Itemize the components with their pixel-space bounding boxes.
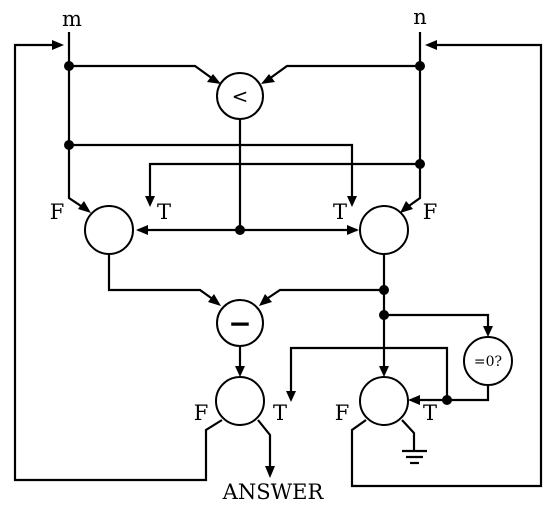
arrow-into-right-merge-true xyxy=(347,196,357,207)
input-label-n: n xyxy=(413,5,427,29)
input-label-m: m xyxy=(62,7,82,31)
left-merge-node xyxy=(84,205,134,255)
answer-label: ANSWER xyxy=(222,480,325,504)
junction-n-split xyxy=(415,61,425,71)
arrow-into-subtract-left xyxy=(208,294,221,306)
wire-left-merge-to-subtract xyxy=(107,254,215,301)
bottom-left-gate-node xyxy=(215,376,265,426)
zero-test-node xyxy=(463,336,513,386)
junction-zero-test-output xyxy=(442,395,452,405)
junction-m-split xyxy=(64,61,74,71)
junction-zero-test-split xyxy=(379,310,389,320)
arrow-m-loop-in xyxy=(52,40,64,50)
arrow-n-loop-in xyxy=(425,40,437,50)
wire-loop-to-n xyxy=(350,43,543,488)
wire-m-trunk xyxy=(67,66,85,209)
labels: m n < − =0? F T T F F T F T ANSWER xyxy=(50,5,502,504)
arrow-into-bottom-right-gate xyxy=(379,366,389,377)
bottom-right-gate-node xyxy=(359,376,409,426)
arrow-into-left-merge-true xyxy=(145,196,155,207)
wire-to-ground xyxy=(401,419,416,451)
nodes xyxy=(84,72,513,426)
arrow-into-left-merge-false xyxy=(78,201,91,213)
arrow-into-right-merge-false xyxy=(400,201,413,213)
junction-n-cross xyxy=(415,159,425,169)
right-merge-true-label: T xyxy=(333,200,347,224)
less-than-symbol: < xyxy=(232,84,249,108)
wire-n-trunk xyxy=(405,66,422,209)
junction-right-merge-split xyxy=(379,285,389,295)
wire-zero-test-output xyxy=(289,346,490,402)
arrow-to-answer xyxy=(265,466,275,478)
arrow-into-subtract-right xyxy=(259,294,272,306)
wires xyxy=(13,32,543,488)
arrow-into-left-merge-control xyxy=(136,225,148,235)
wire-right-merge-to-subtract xyxy=(264,288,384,301)
wire-m-to-less-than xyxy=(69,64,214,80)
wire-n-to-left-merge-true xyxy=(148,162,420,200)
bottom-left-gate-true-label: T xyxy=(273,401,287,425)
arrow-into-right-merge-control xyxy=(347,225,359,235)
arrow-into-bottom-right-gate-control xyxy=(408,395,420,405)
left-merge-false-label: F xyxy=(50,200,65,224)
wire-n-to-less-than xyxy=(268,64,420,80)
arrow-into-bottom-left-gate xyxy=(235,366,245,377)
wire-to-zero-test xyxy=(384,313,490,329)
subtract-symbol: − xyxy=(228,307,251,340)
less-than-node xyxy=(216,72,264,120)
arrow-into-zero-test xyxy=(483,326,493,337)
junction-dots xyxy=(64,61,452,405)
arrow-into-bottom-left-gate-control xyxy=(286,391,296,402)
arrow-into-less-than-right xyxy=(261,74,275,84)
junction-m-cross xyxy=(64,140,74,150)
wire-m-to-right-merge-true xyxy=(69,143,354,200)
bottom-left-gate-false-label: F xyxy=(194,401,209,425)
ground-icon xyxy=(402,449,427,465)
subtract-node xyxy=(216,299,264,347)
wire-loop-to-m xyxy=(13,43,223,482)
wire-to-answer xyxy=(257,419,272,468)
zero-test-symbol: =0? xyxy=(474,354,502,370)
bottom-right-gate-false-label: F xyxy=(335,401,350,425)
arrow-heads xyxy=(52,40,493,478)
left-merge-true-label: T xyxy=(157,200,171,224)
right-merge-false-label: F xyxy=(423,200,438,224)
bottom-right-gate-true-label: T xyxy=(423,401,437,425)
junction-control xyxy=(235,225,245,235)
right-merge-node xyxy=(359,205,409,255)
arrow-into-less-than-left xyxy=(207,74,221,84)
